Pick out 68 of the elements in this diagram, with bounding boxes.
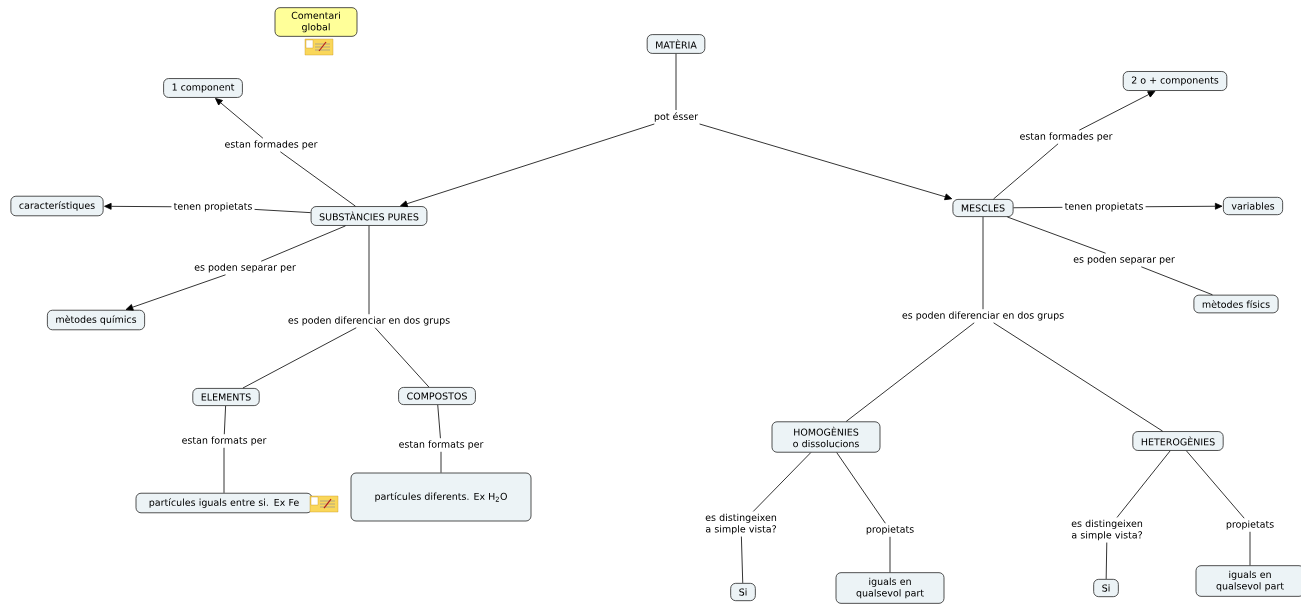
- linking-phrase: tenen propietats: [1064, 202, 1143, 212]
- connector: [400, 123, 655, 208]
- concept-box: Si: [730, 582, 756, 602]
- concept-box: SUBSTÀNCIES PURES: [310, 206, 428, 226]
- connector: [1249, 531, 1251, 566]
- concept-box: ELEMENTS: [192, 388, 260, 406]
- concept-box: variables: [1223, 196, 1284, 216]
- connector: [699, 123, 953, 201]
- linking-phrase: estan formades per: [225, 140, 318, 150]
- concept-box: MESCLES: [952, 199, 1014, 217]
- connector: [993, 143, 1059, 200]
- note-box: Comentari global: [274, 7, 358, 37]
- connector: [836, 452, 886, 524]
- connector: [254, 209, 312, 214]
- connector: [1140, 266, 1213, 296]
- connector: [845, 322, 975, 422]
- linking-phrase: es poden diferenciar en dos grups: [288, 316, 450, 326]
- connector: [368, 225, 370, 315]
- connector: [374, 327, 430, 388]
- connector: [437, 404, 441, 439]
- connector: [993, 322, 1163, 432]
- connector: [1105, 542, 1108, 580]
- concept-box: partícules diferents. Ex H$_{2}$O: [350, 472, 532, 522]
- connector: [280, 151, 356, 207]
- linking-phrase: es poden separar per: [1073, 255, 1175, 265]
- linking-phrase: tenen propietats: [173, 202, 252, 212]
- connector: [889, 536, 891, 573]
- connector: [1007, 216, 1106, 254]
- connector: [125, 274, 226, 311]
- concept-box: iguals en qualsevol part: [1195, 565, 1301, 597]
- connector: [242, 327, 357, 389]
- linking-phrase: estan formats per: [399, 440, 484, 450]
- connector: [675, 53, 677, 111]
- linking-phrase: es poden separar per: [194, 263, 296, 273]
- linking-phrase: es distingeixen a simple vista?: [1071, 519, 1143, 541]
- connector: [223, 447, 225, 494]
- linking-phrase: es poden diferenciar en dos grups: [902, 311, 1064, 321]
- connector: [260, 225, 346, 262]
- linking-phrase: estan formats per: [182, 436, 267, 446]
- connector: [1145, 202, 1223, 210]
- concept-box: MATÈRIA: [646, 34, 706, 54]
- concept-box: mètodes químics: [47, 309, 145, 331]
- connector: [1116, 450, 1171, 518]
- concept-box: iguals en qualsevol part: [835, 572, 945, 604]
- connector: [1078, 90, 1156, 131]
- connector: [104, 202, 172, 210]
- connector: [741, 536, 744, 584]
- concept-box: Si: [1093, 578, 1119, 598]
- connector: [752, 452, 812, 512]
- concept-box: partícules iguals entre si. Ex Fe: [135, 492, 313, 514]
- concept-box: 2 o + components: [1122, 71, 1228, 91]
- concept-box: mètodes físics: [1193, 294, 1279, 314]
- connector: [223, 405, 226, 435]
- connector: [215, 98, 264, 139]
- linking-phrase: pot ésser: [654, 112, 699, 122]
- linking-phrase: propietats: [866, 525, 914, 535]
- concept-box: HETEROGÈNIES: [1132, 431, 1224, 451]
- concept-box: 1 component: [163, 78, 243, 98]
- connector: [1186, 450, 1245, 519]
- concept-box: HOMOGÈNIES o dissolucions: [771, 421, 881, 453]
- connector: [982, 216, 984, 310]
- linking-phrase: es distingeixen a simple vista?: [705, 513, 777, 535]
- connector: [440, 451, 442, 473]
- concept-box: característiques: [10, 195, 104, 217]
- connector: [1013, 206, 1063, 209]
- linking-phrase: estan formades per: [1020, 132, 1113, 142]
- concept-box: COMPOSTOS: [398, 387, 476, 405]
- linking-phrase: propietats: [1226, 520, 1274, 530]
